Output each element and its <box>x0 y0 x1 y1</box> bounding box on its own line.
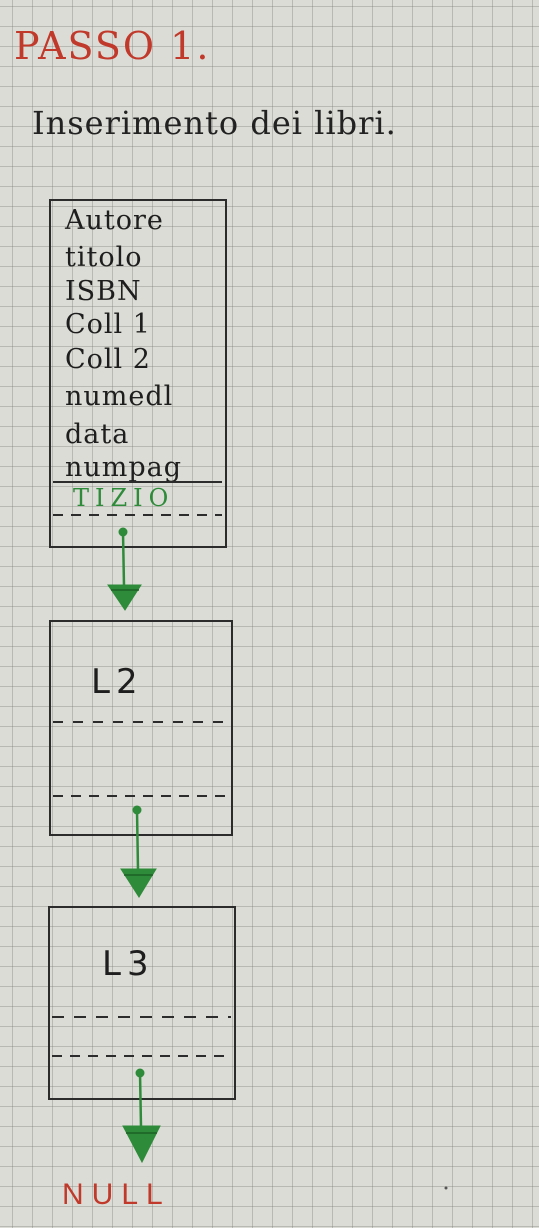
node2-label: L2 <box>91 662 144 702</box>
node1-field-numedl: numedl <box>65 381 174 412</box>
arrow-node3-to-null <box>122 1068 161 1164</box>
step-caption: Inserimento dei libri. <box>32 104 397 142</box>
arrow-node1-to-node2 <box>107 527 142 611</box>
node1-field-numpag: numpag <box>65 452 183 483</box>
list-node-3: L3 <box>48 906 236 1100</box>
list-node-2: L2 <box>49 620 233 836</box>
null-terminal: NULL <box>62 1178 171 1211</box>
node1-field-isbn: ISBN <box>65 276 142 307</box>
node1-field-coll2: Coll 2 <box>65 344 151 375</box>
node1-pointer-label: TIZIO <box>73 484 175 512</box>
node1-field-data: data <box>65 419 130 450</box>
arrow-node2-to-node3 <box>120 805 157 898</box>
node1-field-coll1: Coll 1 <box>65 309 151 340</box>
node1-field-autore: Autore <box>65 205 164 236</box>
pencil-dot <box>444 1186 448 1190</box>
node1-field-titolo: titolo <box>65 242 143 273</box>
list-node-1: Autore titolo ISBN Coll 1 Coll 2 numedl … <box>49 199 227 548</box>
node3-label: L3 <box>102 944 155 984</box>
step-title: PASSO 1. <box>14 24 211 68</box>
